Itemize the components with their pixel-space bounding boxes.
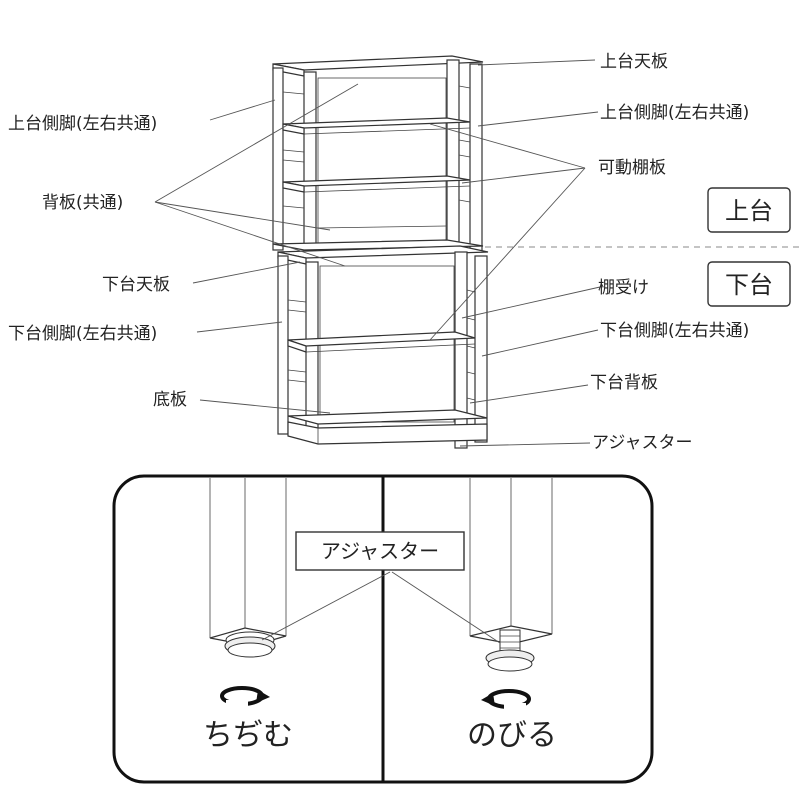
- label-shelf-support: 棚受け: [598, 278, 649, 298]
- part-labels: 上台天板 上台側脚(左右共通) 上台側脚(左右共通) 可動棚板 背板(共通) 上…: [8, 52, 791, 453]
- label-lower-unit: 下台: [725, 271, 773, 299]
- lower-unit-box: [707, 261, 791, 307]
- label-lower-top-board: 下台天板: [102, 275, 170, 295]
- upper-unit-frame: [272, 55, 484, 253]
- adjuster-detail-label: アジャスター: [321, 539, 439, 563]
- label-extend: のびる: [467, 718, 557, 753]
- adjuster-detail-panel: アジャスター ちぢむ のびる: [112, 474, 654, 784]
- shelf-unit-illustration: [272, 55, 800, 449]
- leader-lines: [154, 59, 601, 447]
- label-lower-side-leg-left: 下台側脚(左右共通): [8, 324, 157, 344]
- label-upper-unit: 上台: [725, 197, 773, 225]
- label-lower-back-board: 下台背板: [590, 373, 658, 393]
- leg-extended: [469, 478, 553, 672]
- rotate-clockwise-icon: [220, 686, 270, 708]
- label-bottom-board: 底板: [153, 390, 187, 410]
- label-top-top-board: 上台天板: [600, 52, 668, 72]
- rotate-counterclockwise-icon: [481, 689, 531, 711]
- label-adjuster: アジャスター: [592, 433, 692, 453]
- leg-retracted: [209, 478, 287, 658]
- upper-unit-box: [707, 187, 791, 233]
- label-lower-side-leg-right: 下台側脚(左右共通): [600, 321, 749, 341]
- adjuster-label-box: [295, 531, 465, 571]
- label-shrink: ちぢむ: [203, 718, 293, 753]
- label-movable-shelf: 可動棚板: [598, 158, 666, 178]
- label-back-board-common: 背板(共通): [42, 193, 123, 213]
- lower-unit-frame: [277, 245, 489, 449]
- label-top-side-leg-right: 上台側脚(左右共通): [600, 103, 749, 123]
- label-top-side-leg-left: 上台側脚(左右共通): [8, 114, 157, 134]
